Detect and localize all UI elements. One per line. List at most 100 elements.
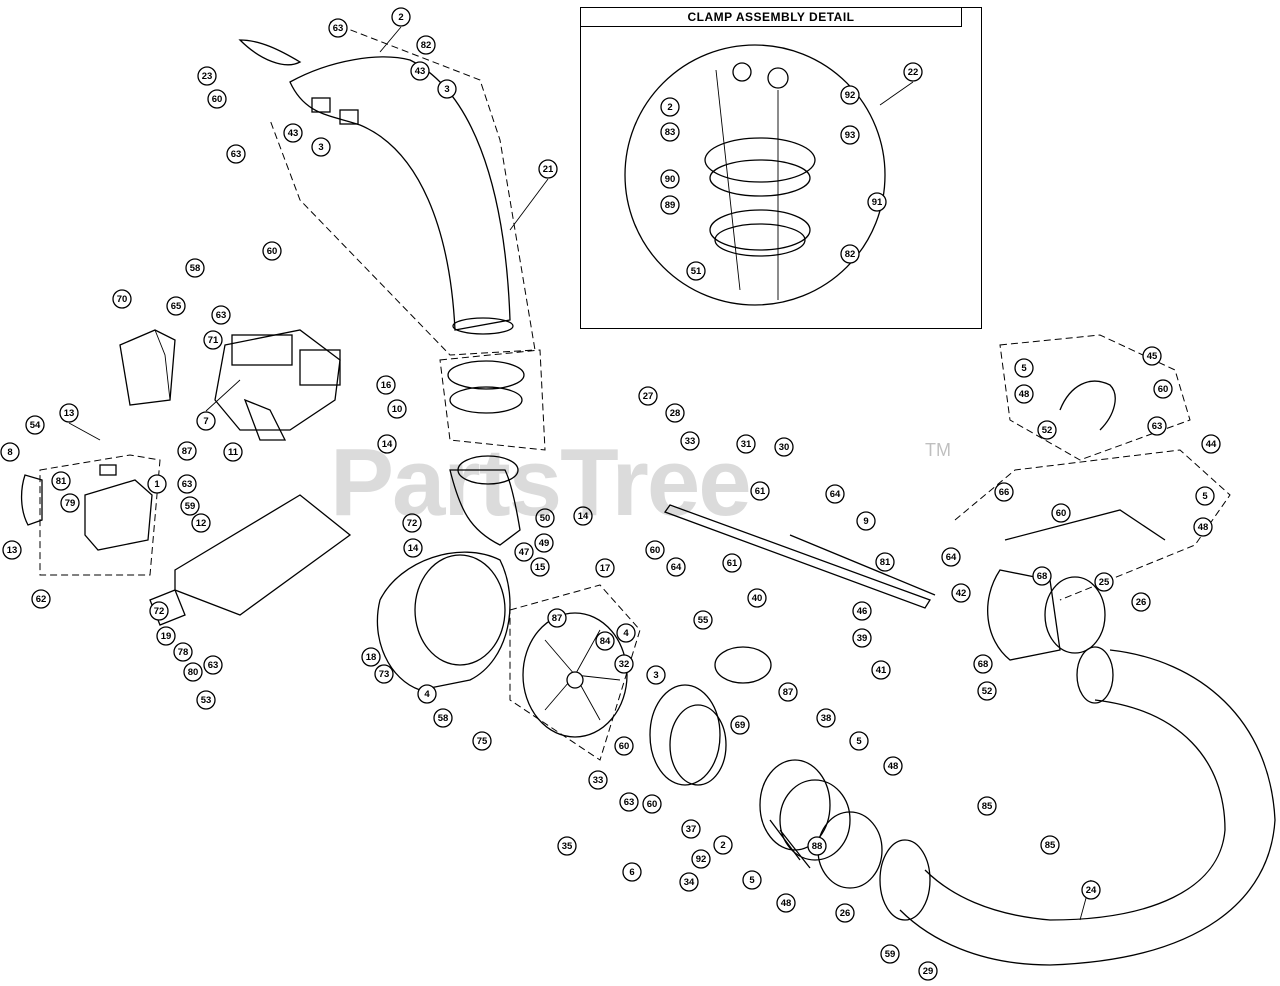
callout-37: 37 xyxy=(681,819,701,839)
callout-label: 48 xyxy=(888,761,899,772)
callout-69: 69 xyxy=(730,715,750,735)
callout-label: 60 xyxy=(650,545,661,556)
callout-label: 39 xyxy=(857,633,868,644)
callout-label: 87 xyxy=(783,687,794,698)
callout-38: 38 xyxy=(816,708,836,728)
callout-59: 59 xyxy=(180,496,200,516)
callout-label: 5 xyxy=(1021,363,1027,374)
callout-9: 9 xyxy=(856,511,876,531)
callout-label: 4 xyxy=(623,628,629,639)
callout-60: 60 xyxy=(614,736,634,756)
callout-5: 5 xyxy=(849,731,869,751)
callout-61: 61 xyxy=(722,553,742,573)
callout-79: 79 xyxy=(60,493,80,513)
callout-60: 60 xyxy=(207,89,227,109)
callout-label: 18 xyxy=(366,652,377,663)
callout-label: 62 xyxy=(36,594,47,605)
callout-49: 49 xyxy=(534,533,554,553)
callout-label: 79 xyxy=(65,498,76,509)
callout-label: 81 xyxy=(56,476,67,487)
callout-label: 65 xyxy=(171,301,182,312)
callout-label: 53 xyxy=(201,695,212,706)
callout-90: 90 xyxy=(660,169,680,189)
callout-63: 63 xyxy=(211,305,231,325)
callout-6: 6 xyxy=(622,862,642,882)
callout-39: 39 xyxy=(852,628,872,648)
callout-label: 82 xyxy=(421,40,432,51)
callout-label: 6 xyxy=(629,867,634,878)
callout-label: 63 xyxy=(231,149,242,160)
callout-3: 3 xyxy=(437,79,457,99)
callout-59: 59 xyxy=(880,944,900,964)
callout-label: 48 xyxy=(1198,522,1209,533)
callout-42: 42 xyxy=(951,583,971,603)
callout-22: 22 xyxy=(903,62,923,82)
callout-54: 54 xyxy=(25,415,45,435)
chute-clamp-rings xyxy=(439,349,546,485)
callout-label: 87 xyxy=(182,446,193,457)
callout-label: 15 xyxy=(535,562,546,573)
callout-label: 33 xyxy=(593,775,604,786)
callout-label: 85 xyxy=(982,801,993,812)
callout-label: 5 xyxy=(749,875,755,886)
callout-label: 64 xyxy=(946,552,957,563)
callout-92: 92 xyxy=(691,849,711,869)
callout-24: 24 xyxy=(1081,880,1101,900)
callout-label: 60 xyxy=(647,799,658,810)
callout-26: 26 xyxy=(835,903,855,923)
callout-35: 35 xyxy=(557,836,577,856)
callout-label: 44 xyxy=(1206,439,1217,450)
callout-label: 34 xyxy=(684,877,695,888)
callout-label: 61 xyxy=(755,486,766,497)
callout-29: 29 xyxy=(918,961,938,981)
callout-label: 75 xyxy=(477,736,488,747)
callout-63: 63 xyxy=(328,18,348,38)
callout-88: 88 xyxy=(807,836,827,856)
callout-87: 87 xyxy=(778,682,798,702)
callout-3: 3 xyxy=(311,137,331,157)
callout-63: 63 xyxy=(1147,416,1167,436)
callout-14: 14 xyxy=(377,434,397,454)
callout-5: 5 xyxy=(1014,358,1034,378)
callout-13: 13 xyxy=(59,403,79,423)
callout-label: 64 xyxy=(830,489,841,500)
callout-label: 48 xyxy=(1019,389,1030,400)
callout-33: 33 xyxy=(680,431,700,451)
callout-81: 81 xyxy=(875,552,895,572)
vacuum-nozzle xyxy=(954,449,1231,661)
callout-label: 63 xyxy=(216,310,227,321)
callout-3: 3 xyxy=(646,665,666,685)
callout-label: 72 xyxy=(154,606,165,617)
callout-43: 43 xyxy=(283,123,303,143)
callout-25: 25 xyxy=(1094,572,1114,592)
callout-58: 58 xyxy=(185,258,205,278)
callout-4: 4 xyxy=(417,684,437,704)
callout-64: 64 xyxy=(941,547,961,567)
callout-label: 29 xyxy=(923,966,934,977)
callout-52: 52 xyxy=(1037,420,1057,440)
callout-label: 90 xyxy=(665,174,676,185)
callout-label: 35 xyxy=(562,841,573,852)
callout-8: 8 xyxy=(0,442,20,462)
callout-80: 80 xyxy=(183,662,203,682)
callout-68: 68 xyxy=(1032,566,1052,586)
callout-72: 72 xyxy=(149,601,169,621)
callout-label: 31 xyxy=(741,439,752,450)
callout-label: 38 xyxy=(821,713,832,724)
callout-label: 60 xyxy=(212,94,223,105)
callout-61: 61 xyxy=(750,481,770,501)
callout-label: 70 xyxy=(117,294,128,305)
callout-64: 64 xyxy=(825,484,845,504)
callout-label: 14 xyxy=(382,439,393,450)
callout-73: 73 xyxy=(374,664,394,684)
callout-64: 64 xyxy=(666,557,686,577)
callout-label: 83 xyxy=(665,127,676,138)
callout-label: 30 xyxy=(779,442,790,453)
callout-label: 63 xyxy=(208,660,219,671)
callout-label: 63 xyxy=(1152,421,1163,432)
callout-7: 7 xyxy=(196,411,216,431)
clamp-detail-box xyxy=(580,7,982,329)
callout-65: 65 xyxy=(166,296,186,316)
callout-5: 5 xyxy=(1195,486,1215,506)
callout-31: 31 xyxy=(736,434,756,454)
